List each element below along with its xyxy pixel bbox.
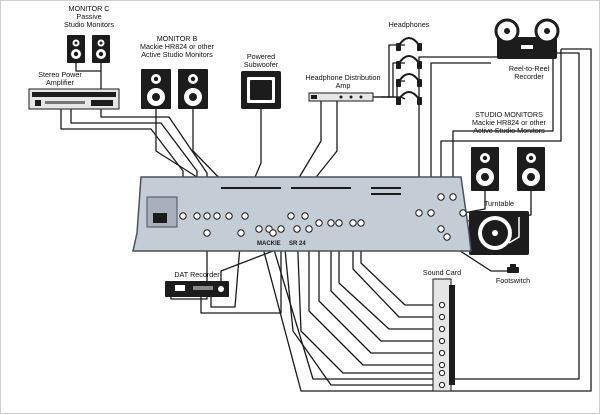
headphone-2 [396, 55, 422, 69]
label-headphone-amp-line1: Headphone Distribution [305, 73, 381, 82]
label-monitor-c-line2: Passive [76, 12, 102, 22]
label-monitor-c-line3: Studio Monitors [64, 20, 114, 30]
label-studio-monitors-line2: Mackie HR824 or other [472, 118, 546, 128]
label-studio-monitors: STUDIO MONITORS Mackie HR824 or other Ac… [467, 110, 551, 136]
label-stereo-amp: Stereo Power Amplifier [25, 70, 95, 88]
label-studio-monitors-line1: STUDIO MONITORS [475, 110, 543, 119]
mixer: MACKIE SR 24 [132, 176, 472, 252]
label-stereo-amp-line1: Stereo Power [38, 70, 82, 79]
monitor-c-speakers [67, 35, 110, 63]
label-sound-card: Sound Card [422, 268, 462, 277]
label-monitor-b: MONITOR B Mackie HR824 or other Active S… [137, 34, 217, 60]
monitor-b-speakers [141, 69, 208, 109]
powered-subwoofer [241, 71, 281, 109]
headphone-3 [396, 73, 422, 87]
label-headphone-amp-line2: Amp [335, 81, 351, 91]
label-subwoofer-line2: Subwoofer [243, 60, 279, 70]
label-studio-monitors-line3: Active Studio Monitors [473, 126, 545, 136]
label-stereo-amp-line2: Amplifier [46, 78, 74, 88]
label-monitor-b-line3: Active Studio Monitors [141, 50, 213, 60]
label-monitor-b-line1: MONITOR B [156, 34, 198, 43]
label-monitor-c-line1: MONITOR C [68, 4, 110, 13]
label-turntable: Turntable [483, 199, 515, 208]
studio-monitors [471, 147, 545, 191]
headphones [396, 37, 422, 105]
label-subwoofer: Powered Subwoofer [231, 52, 291, 70]
sound-card [432, 278, 455, 392]
mixer-model: SR 24 [289, 241, 306, 247]
footswitch [507, 264, 519, 273]
stereo-power-amplifier [28, 88, 120, 110]
label-monitor-b-line2: Mackie HR824 or other [140, 42, 214, 52]
mixer-brand: MACKIE [257, 241, 281, 247]
power-inlet [153, 213, 167, 223]
label-headphones: Headphones [388, 20, 430, 29]
label-reel-recorder-line1: Reel-to-Reel [508, 64, 550, 73]
label-subwoofer-line1: Powered [246, 52, 276, 61]
turntable [469, 211, 529, 255]
label-headphone-amp: Headphone Distribution Amp [303, 73, 383, 91]
label-dat-recorder: DAT Recorder [174, 270, 220, 279]
label-footswitch: Footswitch [495, 276, 531, 285]
headphone-1 [396, 37, 422, 51]
label-reel-recorder: Reel-to-Reel Recorder [499, 64, 559, 82]
headphone-distribution-amp [308, 92, 374, 102]
label-monitor-c: MONITOR C Passive Studio Monitors [59, 4, 119, 30]
label-reel-recorder-line2: Recorder [514, 72, 544, 82]
headphone-4 [396, 91, 422, 105]
dat-recorder [165, 281, 229, 297]
reel-to-reel-recorder [494, 18, 560, 59]
